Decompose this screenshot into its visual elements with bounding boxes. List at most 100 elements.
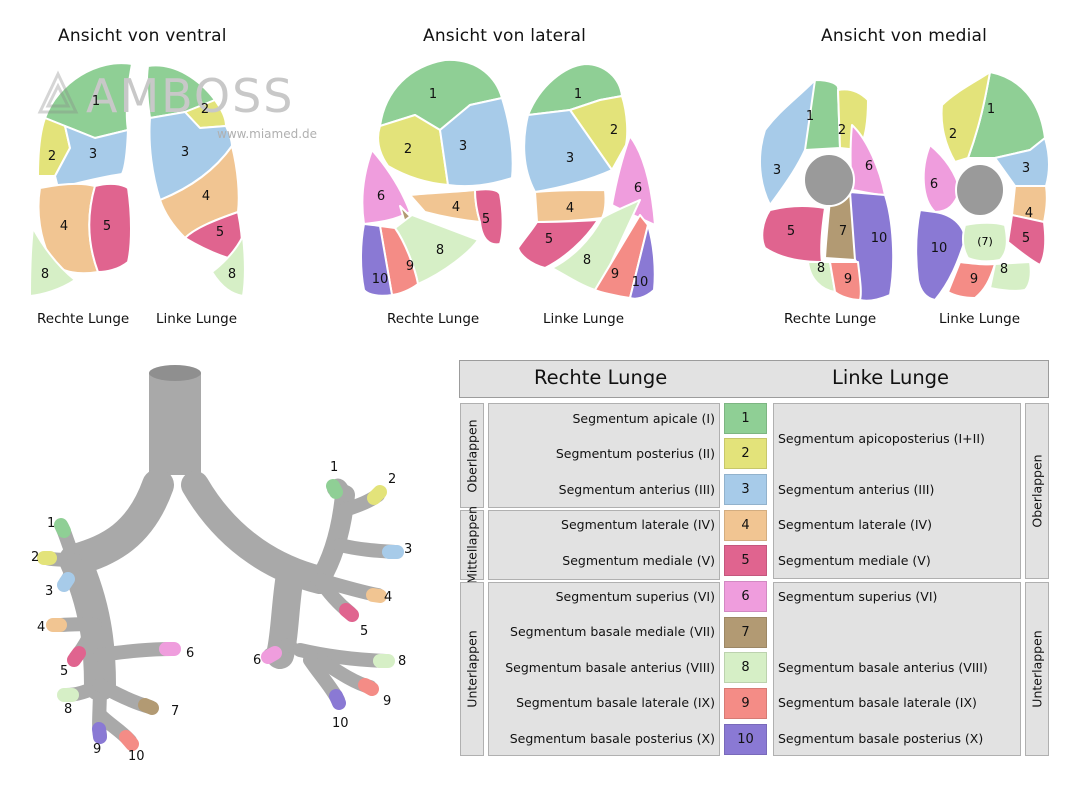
svg-text:4: 4	[566, 201, 574, 216]
right-seg-6: Segmentum superius (VI)	[555, 589, 715, 604]
left-seg-1-2: Segmentum apicoposterius (I+II)	[778, 431, 985, 446]
lateral-left-seg6	[611, 135, 656, 226]
right-seg-2: Segmentum posterius (II)	[555, 446, 715, 461]
lateral-right-label: Rechte Lunge	[387, 311, 480, 327]
tree-right-9: 9	[93, 742, 101, 757]
svg-text:5: 5	[787, 224, 795, 239]
svg-text:6: 6	[377, 189, 385, 204]
svg-text:3: 3	[181, 145, 189, 160]
tree-left-4: 4	[384, 590, 392, 605]
lateral-right-seg3	[439, 97, 514, 188]
svg-text:6: 6	[930, 177, 938, 192]
svg-text:3: 3	[89, 147, 97, 162]
lateral-right-seg6	[361, 149, 411, 225]
right-seg-7: Segmentum basale mediale (VII)	[510, 624, 715, 639]
seg-num-9: 9	[724, 688, 767, 719]
tree-right-6: 6	[186, 646, 194, 661]
svg-text:8: 8	[436, 243, 444, 258]
svg-text:1: 1	[92, 94, 100, 109]
svg-text:5: 5	[545, 232, 553, 247]
svg-text:3: 3	[773, 163, 781, 178]
tree-right-2: 2	[31, 550, 39, 565]
left-lobe-unter: Unterlappen	[1025, 582, 1049, 756]
medial-left-hilum	[955, 163, 1005, 217]
medial-left-seg6	[922, 144, 961, 213]
tree-right-4: 4	[37, 620, 45, 635]
svg-text:1: 1	[806, 109, 814, 124]
svg-text:8: 8	[817, 261, 825, 276]
right-lobe-ober: Oberlappen	[460, 403, 484, 508]
right-seg-5: Segmentum mediale (V)	[562, 553, 715, 568]
svg-text:1: 1	[574, 87, 582, 102]
svg-text:2: 2	[949, 127, 957, 142]
view-title-ventral: Ansicht von ventral	[58, 26, 227, 46]
svg-text:5: 5	[1022, 231, 1030, 246]
svg-text:5: 5	[216, 225, 224, 240]
seg-num-5: 5	[724, 545, 767, 576]
medial-left-seg9	[947, 261, 996, 299]
header-right-lung: Rechte Lunge	[534, 366, 668, 389]
lateral-left-seg10	[629, 224, 656, 300]
right-group-ober	[488, 403, 720, 508]
left-seg-4: Segmentum laterale (IV)	[778, 517, 932, 532]
tree-left-6: 6	[253, 653, 261, 668]
tree-right-7: 7	[171, 704, 179, 719]
seg-num-8: 8	[724, 652, 767, 683]
svg-text:3: 3	[459, 139, 467, 154]
svg-text:8: 8	[228, 267, 236, 282]
lateral-left-seg5	[517, 219, 599, 269]
svg-text:7: 7	[839, 224, 847, 239]
svg-text:1: 1	[429, 87, 437, 102]
medial-right-seg3	[759, 79, 816, 206]
right-seg-4: Segmentum laterale (IV)	[561, 517, 715, 532]
svg-text:4: 4	[202, 189, 210, 204]
right-group-unter	[488, 582, 720, 756]
left-seg-9: Segmentum basale laterale (IX)	[778, 695, 977, 710]
tree-right-1: 1	[47, 516, 55, 531]
amboss-logo-icon	[37, 70, 79, 114]
svg-text:10: 10	[372, 272, 389, 287]
svg-text:9: 9	[970, 272, 978, 287]
tree-left-3: 3	[404, 542, 412, 557]
ventral-right-seg8	[29, 227, 76, 297]
right-seg-1: Segmentum apicale (I)	[572, 411, 716, 426]
left-seg-8: Segmentum basale anterius (VIII)	[778, 660, 988, 675]
medial-right-hilum	[803, 153, 855, 207]
svg-text:2: 2	[48, 149, 56, 164]
tree-right-8: 8	[64, 702, 72, 717]
left-lobe-ober: Oberlappen	[1025, 403, 1049, 579]
lateral-left-seg1	[527, 63, 623, 116]
right-lobe-unter: Unterlappen	[460, 582, 484, 756]
right-seg-3: Segmentum anterius (III)	[558, 482, 715, 497]
medial-left-label: Linke Lunge	[939, 311, 1021, 327]
svg-text:10: 10	[931, 241, 948, 256]
svg-text:10: 10	[632, 275, 649, 290]
lateral-left-label: Linke Lunge	[543, 311, 625, 327]
medial-right-label: Rechte Lunge	[784, 311, 877, 327]
seg-num-4: 4	[724, 510, 767, 541]
svg-text:1: 1	[987, 102, 995, 117]
medial-extra-7: (7)	[977, 235, 993, 248]
watermark-brand: AMBOSS	[86, 69, 295, 123]
seg-num-1: 1	[724, 403, 767, 434]
medial-left-seg10	[915, 209, 966, 301]
ventral-right-seg1	[44, 62, 133, 139]
lateral-right-seg10	[360, 223, 393, 297]
tree-left-5: 5	[360, 624, 368, 639]
svg-text:5: 5	[482, 212, 490, 227]
right-group-mittel	[488, 510, 720, 580]
ventral-left-seg8	[211, 235, 246, 297]
left-seg-5: Segmentum mediale (V)	[778, 553, 931, 568]
tree-left-8: 8	[398, 654, 406, 669]
svg-text:8: 8	[41, 267, 49, 282]
medial-right-seg9	[829, 261, 862, 301]
svg-text:2: 2	[838, 123, 846, 138]
svg-text:10: 10	[871, 231, 888, 246]
svg-text:4: 4	[452, 200, 460, 215]
tree-right-3: 3	[45, 584, 53, 599]
ventral-left-seg4	[159, 145, 240, 239]
bronchial-tree: 1 2 3 4 5 6 7 8 9 10 1 2 3 4 5 6 8 9 10	[31, 365, 412, 764]
ventral-right-label: Rechte Lunge	[37, 311, 130, 327]
svg-text:9: 9	[611, 267, 619, 282]
